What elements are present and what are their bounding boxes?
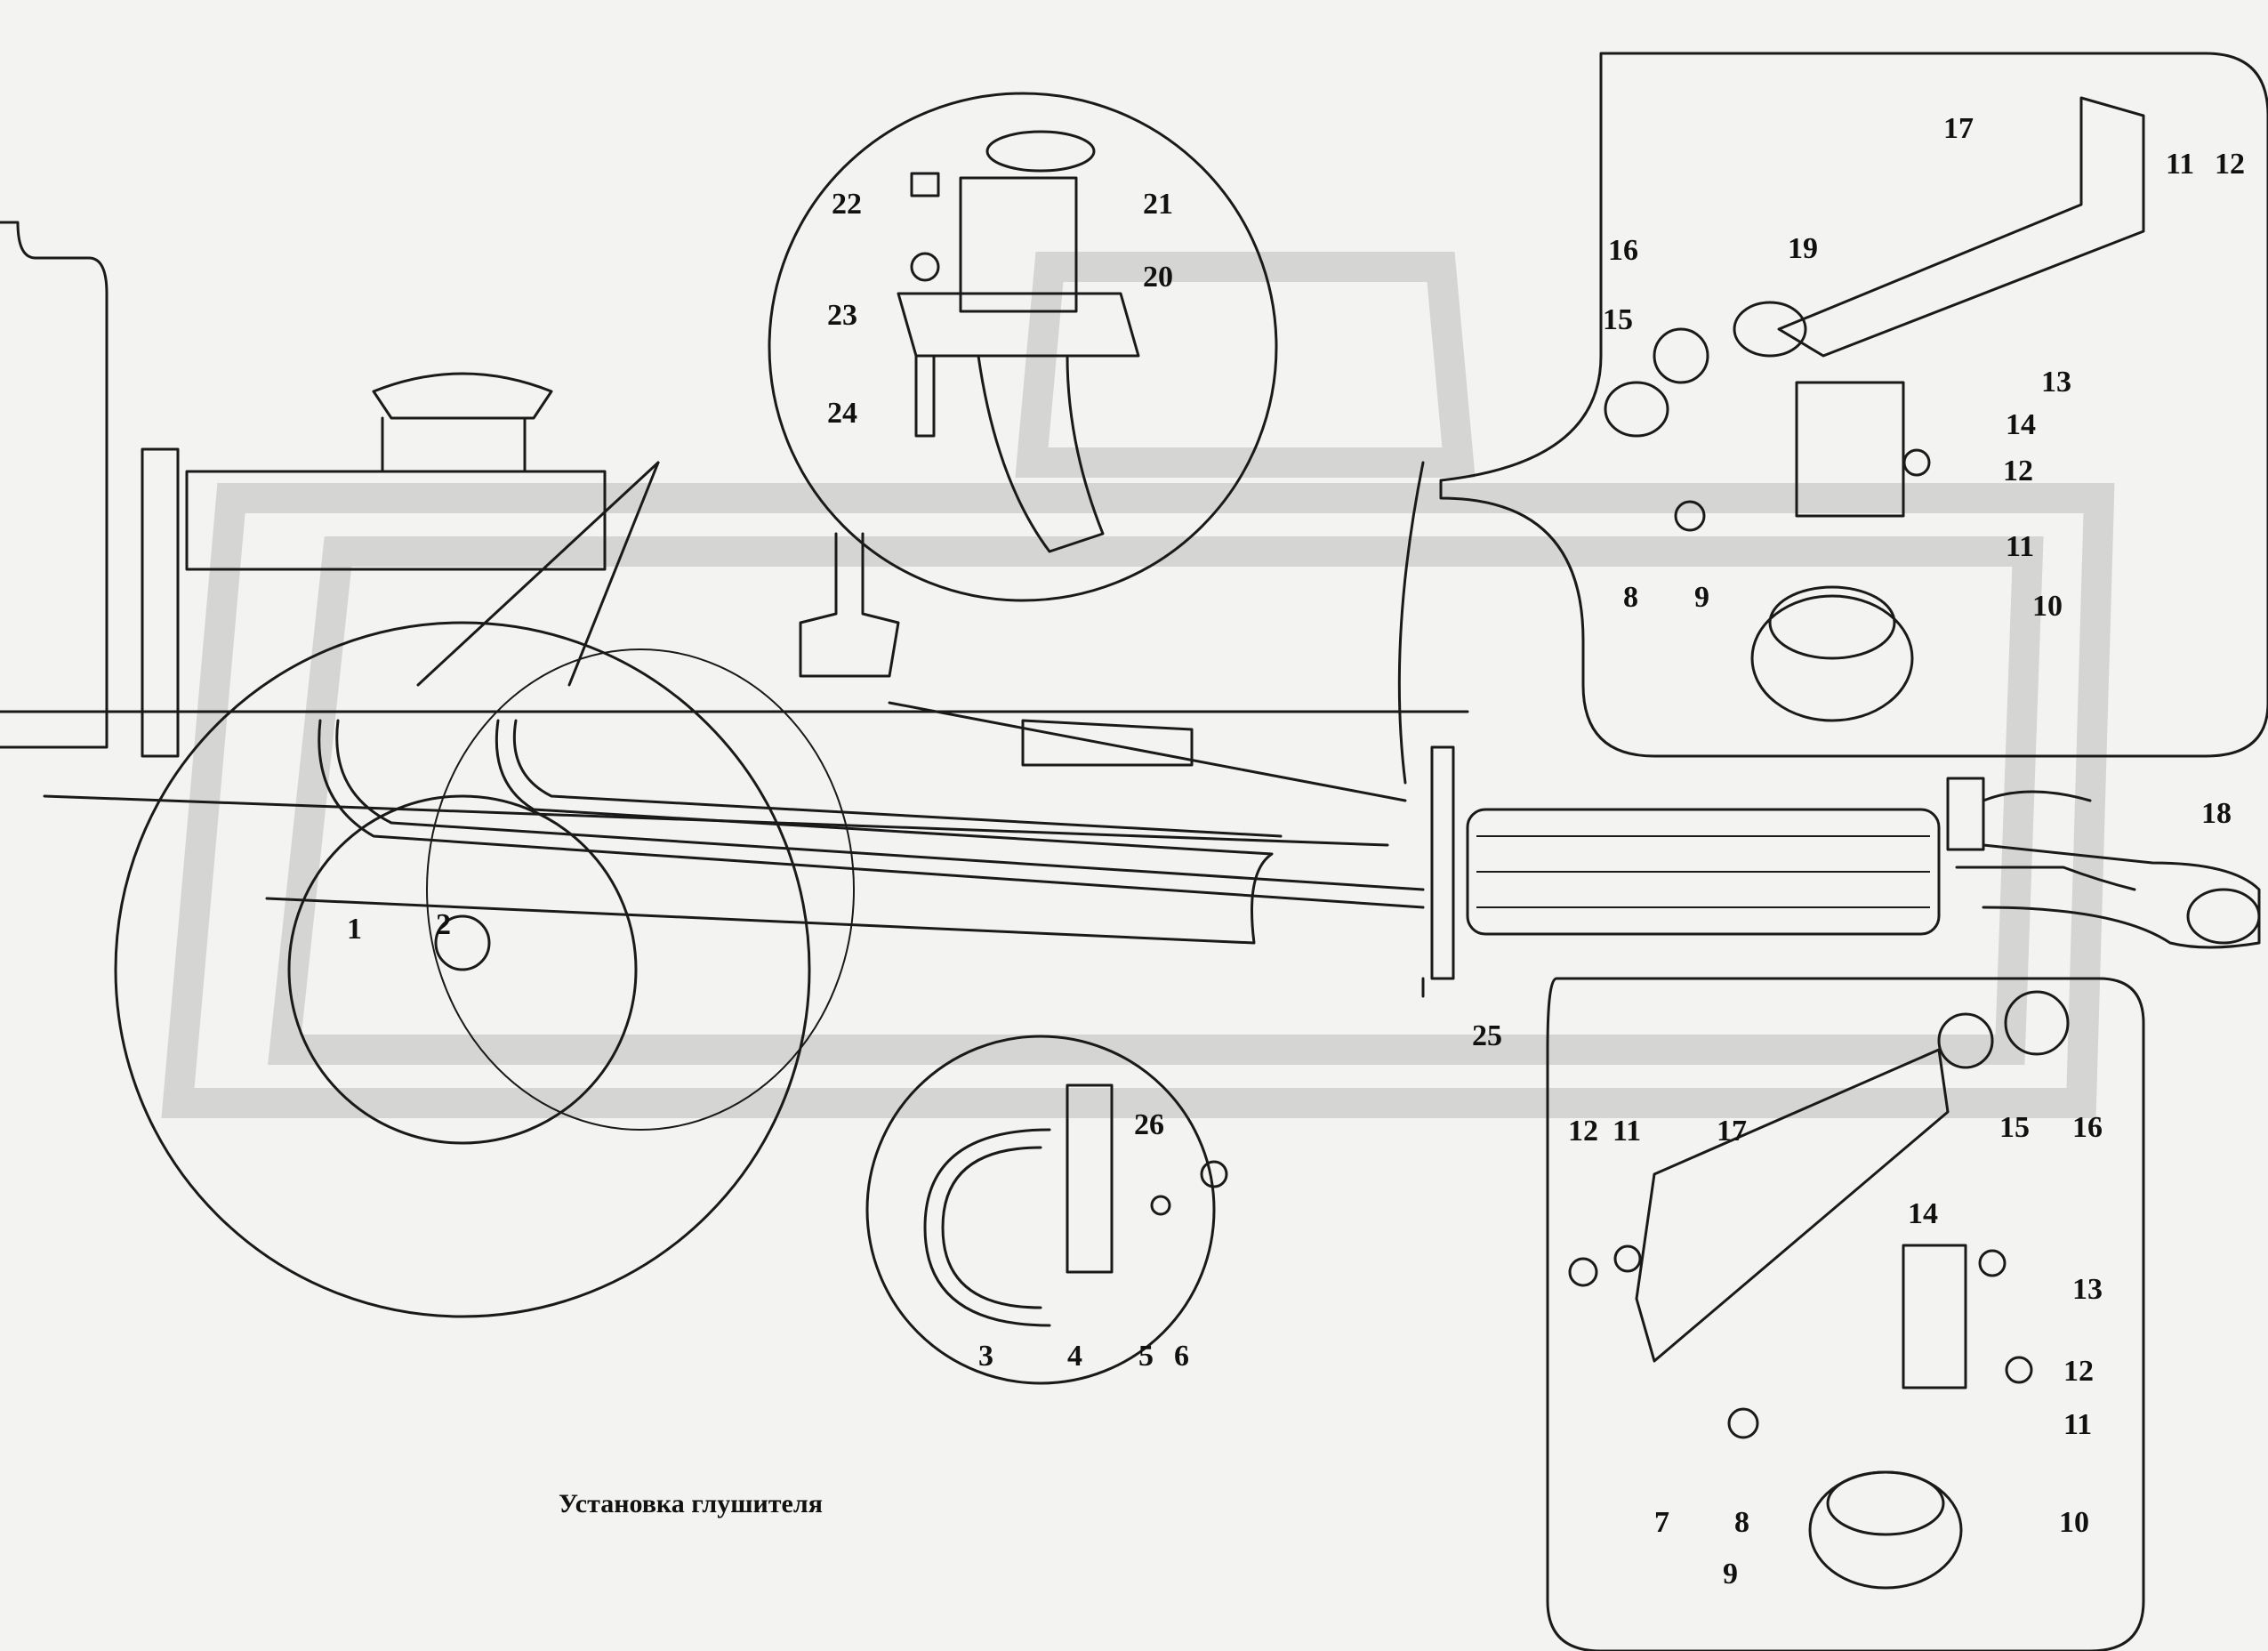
label-10-lower: 10 — [2059, 1506, 2089, 1539]
label-16-upper: 16 — [1608, 234, 1638, 267]
callout-labels: 1 2 3 4 5 6 26 25 18 22 21 20 23 24 17 1… — [347, 112, 2245, 1591]
label-9-upper: 9 — [1694, 581, 1709, 614]
label-14-lower: 14 — [1908, 1197, 1938, 1230]
leader-arrows — [416, 461, 2092, 998]
label-16-lower: 16 — [2072, 1111, 2103, 1144]
engine-outline — [0, 221, 1469, 847]
label-17-lower: 17 — [1717, 1115, 1747, 1148]
label-14-upper: 14 — [2006, 408, 2036, 441]
label-12-lower-a: 12 — [1568, 1115, 1598, 1148]
label-10-upper: 10 — [2032, 590, 2063, 623]
muffler-25 — [1430, 745, 2261, 980]
label-1: 1 — [347, 913, 362, 946]
figure-caption: Установка глушителя — [559, 1489, 823, 1518]
detail-bracket-upper — [1439, 52, 2268, 758]
detail-clamp-group — [865, 1035, 1228, 1385]
label-13-upper: 13 — [2041, 366, 2071, 399]
label-24: 24 — [827, 397, 857, 430]
label-3: 3 — [978, 1340, 993, 1373]
label-18: 18 — [2201, 797, 2232, 830]
label-5: 5 — [1138, 1340, 1154, 1373]
label-2: 2 — [436, 908, 451, 941]
label-17-upper: 17 — [1943, 112, 1974, 145]
label-15-lower: 15 — [1999, 1111, 2030, 1144]
label-19: 19 — [1788, 232, 1818, 265]
label-8-lower: 8 — [1734, 1506, 1749, 1539]
label-15-upper: 15 — [1603, 303, 1633, 336]
label-23: 23 — [827, 299, 857, 332]
label-25: 25 — [1472, 1019, 1502, 1052]
label-8-upper: 8 — [1623, 581, 1638, 614]
label-6: 6 — [1174, 1340, 1189, 1373]
label-7: 7 — [1654, 1506, 1669, 1539]
label-11-lower-a: 11 — [1613, 1115, 1641, 1148]
exhaust-pipes — [265, 719, 2136, 945]
label-12-upper-a: 12 — [2215, 148, 2245, 181]
label-26: 26 — [1134, 1108, 1164, 1141]
label-11-upper-a: 11 — [2166, 148, 2194, 181]
label-11-upper-b: 11 — [2006, 530, 2034, 563]
label-12-lower-b: 12 — [2063, 1355, 2094, 1388]
label-12-upper-b: 12 — [2003, 455, 2033, 487]
label-11-lower-b: 11 — [2063, 1408, 2092, 1441]
label-13-lower: 13 — [2072, 1273, 2103, 1306]
label-20: 20 — [1143, 261, 1173, 294]
rear-wheel-circles — [114, 621, 855, 1318]
label-4: 4 — [1067, 1340, 1082, 1373]
label-9-lower: 9 — [1723, 1558, 1738, 1591]
detail-bracket-lower — [1546, 977, 2145, 1651]
label-21: 21 — [1143, 188, 1173, 221]
watermark-logo — [161, 252, 2115, 1118]
label-22: 22 — [832, 188, 862, 221]
detail-flange-group — [768, 92, 1278, 602]
